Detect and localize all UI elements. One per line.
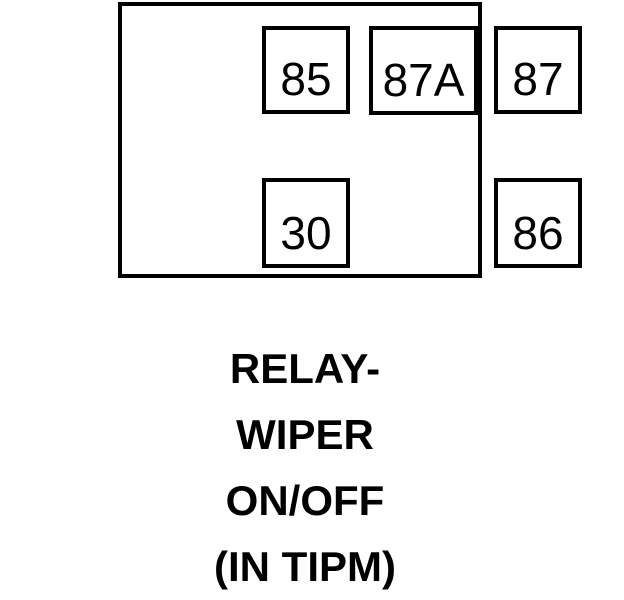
caption-line-2: WIPER (236, 411, 374, 458)
component-caption: RELAY- WIPER ON/OFF (IN TIPM) (0, 336, 610, 600)
pin-terminal-85: 85 (262, 26, 350, 114)
relay-body-outline: 85 87A 87 30 86 (118, 2, 582, 278)
pin-label-87a: 87A (382, 54, 465, 106)
pin-label-86: 86 (512, 207, 564, 259)
pin-label-85: 85 (280, 53, 332, 105)
pin-label-30: 30 (280, 207, 332, 259)
caption-line-4: (IN TIPM) (214, 543, 396, 590)
caption-line-1: RELAY- (229, 345, 381, 392)
pin-label-87: 87 (512, 53, 564, 105)
pin-terminal-87: 87 (494, 26, 582, 114)
pin-terminal-86: 86 (494, 178, 582, 268)
caption-line-3: ON/OFF (225, 477, 385, 524)
pin-terminal-87a: 87A (369, 26, 478, 115)
pin-terminal-30: 30 (262, 178, 350, 268)
